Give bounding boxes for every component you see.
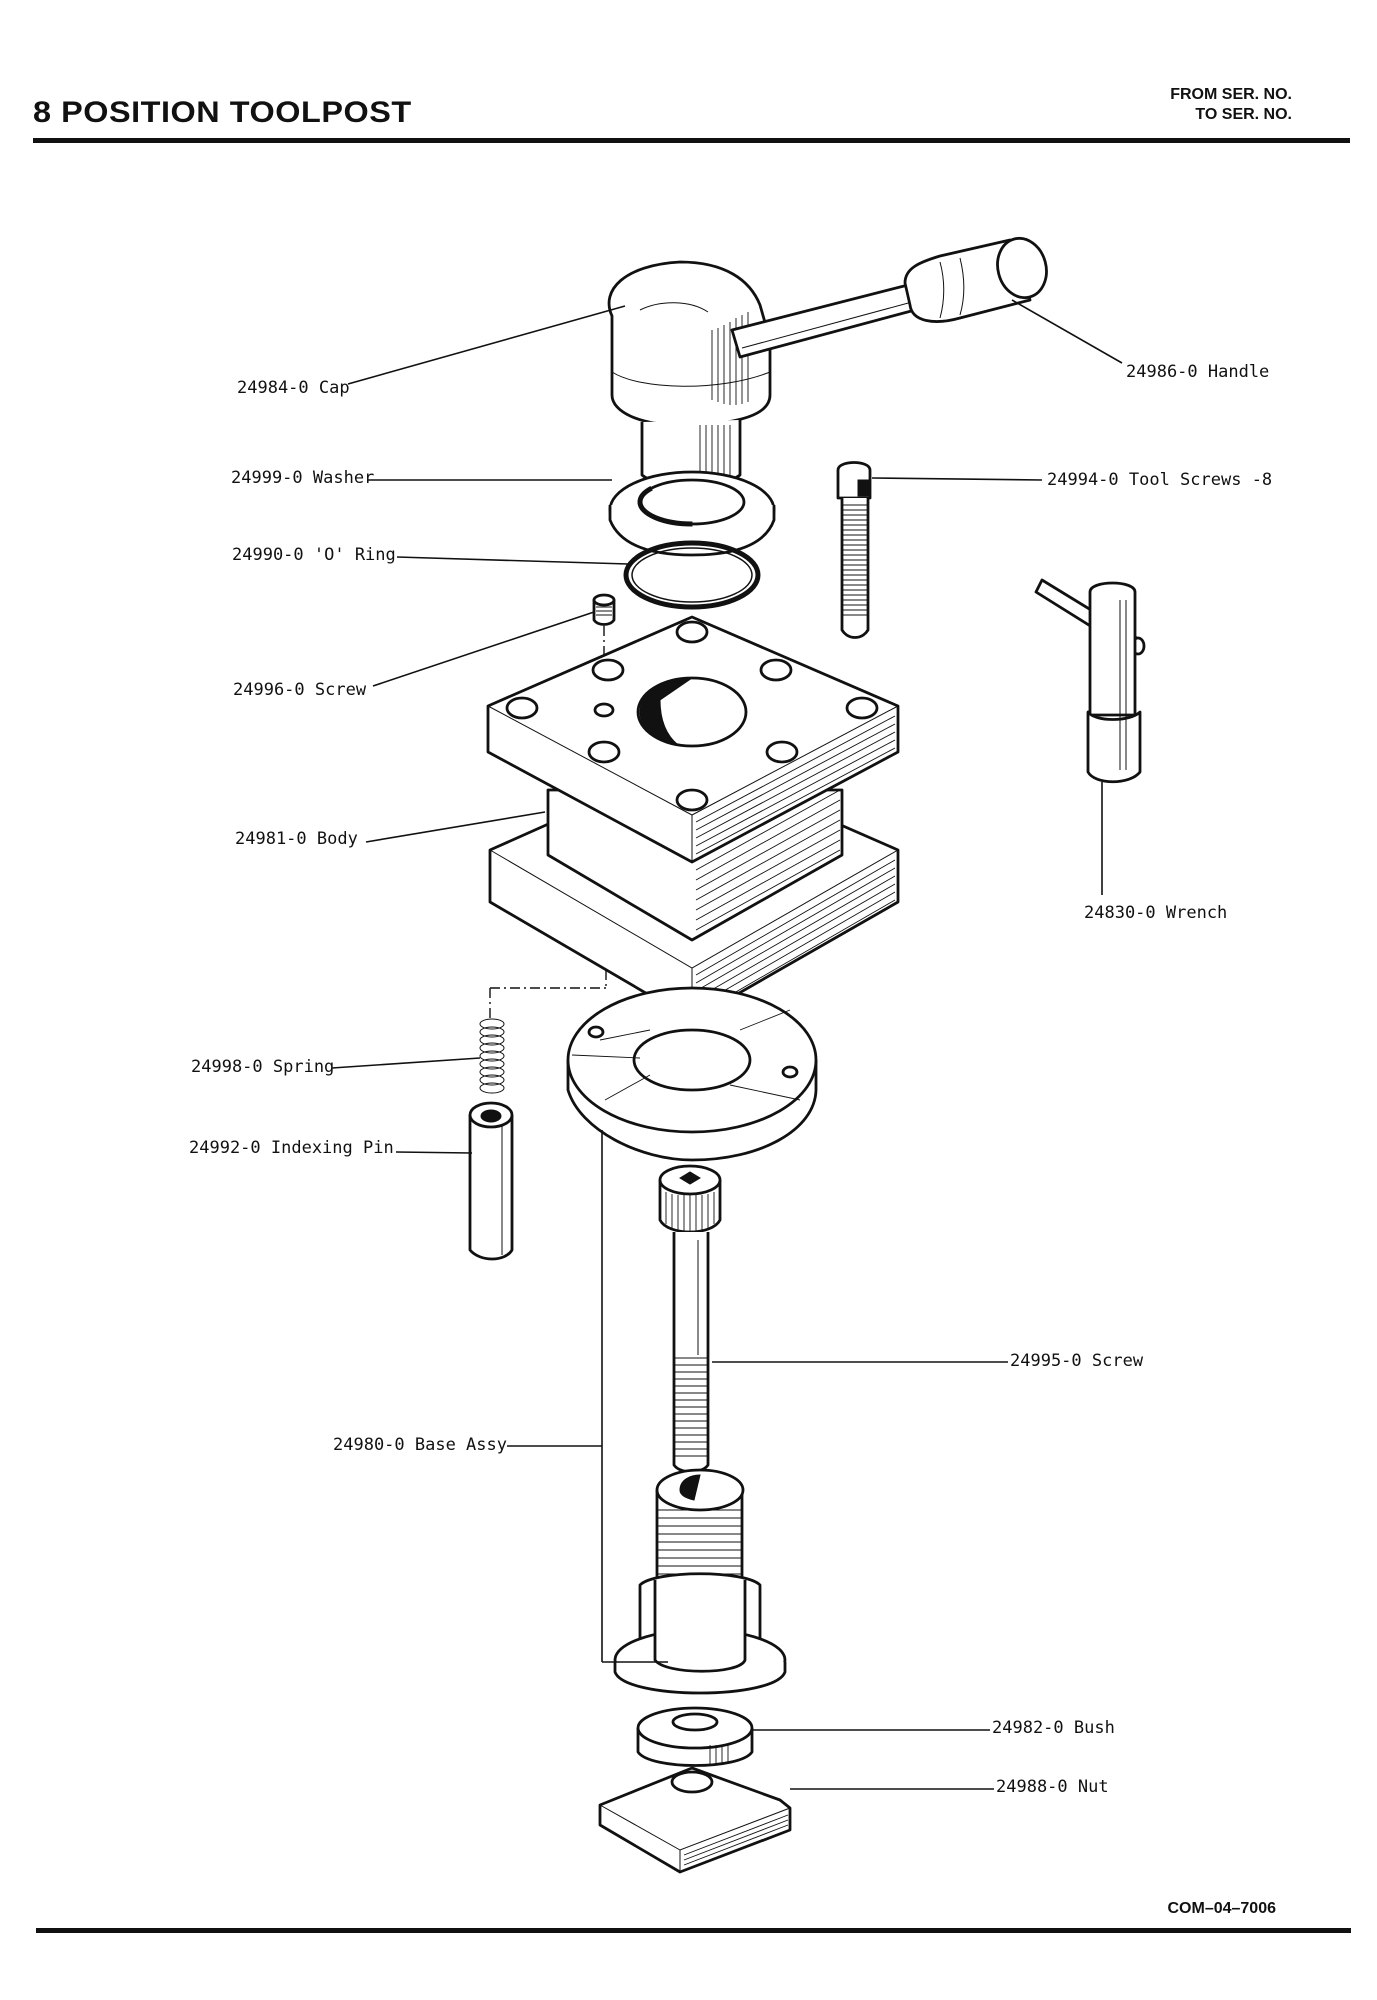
part-label-body: 24981-0 Body (235, 829, 358, 849)
part-label-base-assy: 24980-0 Base Assy (333, 1435, 507, 1455)
o-ring-part (623, 540, 761, 610)
leader-lines (331, 299, 1123, 1790)
part-label-washer: 24999-0 Washer (231, 468, 375, 488)
part-label-cap: 24984-0 Cap (237, 378, 350, 398)
set-screw-part (592, 593, 616, 720)
part-label-o-ring: 24990-0 'O' Ring (232, 545, 396, 565)
part-label-indexing-pin: 24992-0 Indexing Pin (189, 1138, 394, 1158)
part-label-spring: 24998-0 Spring (191, 1057, 335, 1077)
part-label-tool-screws: 24994-0 Tool Screws -8 (1047, 470, 1273, 490)
body-part (486, 615, 900, 1022)
part-label-handle: 24986-0 Handle (1126, 362, 1270, 382)
bush-part (636, 1706, 754, 1767)
part-label-nut: 24988-0 Nut (996, 1777, 1109, 1797)
serial-number-block: FROM SER. NO. TO SER. NO. (1170, 85, 1292, 125)
part-label-bush: 24982-0 Bush (992, 1718, 1115, 1738)
base-stud-part (613, 1468, 787, 1695)
index-ring-part (566, 986, 818, 1162)
header-rule (33, 138, 1350, 143)
document-number: COM–04–7006 (1167, 1900, 1276, 1917)
spring-part (479, 1018, 505, 1094)
from-serial-label: FROM SER. NO. (1170, 86, 1292, 103)
indexing-pin-part (468, 1101, 514, 1261)
handle-part (730, 236, 1048, 359)
wrench-part (1034, 578, 1146, 784)
to-serial-label: TO SER. NO. (1195, 106, 1292, 123)
tool-screw-part (836, 461, 872, 639)
part-label-set-screw: 24996-0 Screw (233, 680, 367, 700)
main-screw-part (658, 1164, 722, 1474)
t-nut-part (598, 1766, 792, 1874)
footer-rule (36, 1928, 1351, 1933)
cap-part (607, 260, 772, 488)
part-label-wrench: 24830-0 Wrench (1084, 903, 1228, 923)
page-title: 8 POSITION TOOLPOST (33, 96, 412, 129)
part-label-main-screw: 24995-0 Screw (1010, 1351, 1144, 1371)
